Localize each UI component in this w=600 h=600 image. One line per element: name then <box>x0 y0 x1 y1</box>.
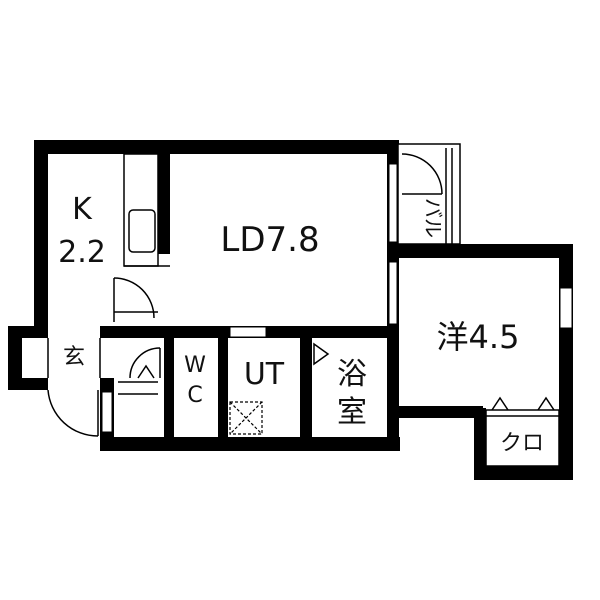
closet-name: クロ <box>500 431 544 456</box>
toilet-name-2: C <box>187 383 202 408</box>
kitchen-name: K <box>72 192 93 227</box>
western-room-name: 洋4.5 <box>437 318 520 356</box>
washer-spot <box>229 401 263 435</box>
living-dining-name: LD7.8 <box>220 220 319 260</box>
kitchen-counter <box>123 153 170 267</box>
closet <box>485 396 560 467</box>
balcony-name: バル <box>421 198 445 238</box>
wall-openings <box>101 163 573 433</box>
bath-name-1: 浴 <box>337 357 367 392</box>
toilet-name-1: W <box>184 353 206 378</box>
utility-name: UT <box>244 357 285 392</box>
kitchen-size: 2.2 <box>58 235 106 270</box>
bath-name-2: 室 <box>337 395 367 430</box>
doors <box>47 277 330 437</box>
entrance-name: 玄 <box>63 345 85 370</box>
balcony <box>397 143 461 245</box>
